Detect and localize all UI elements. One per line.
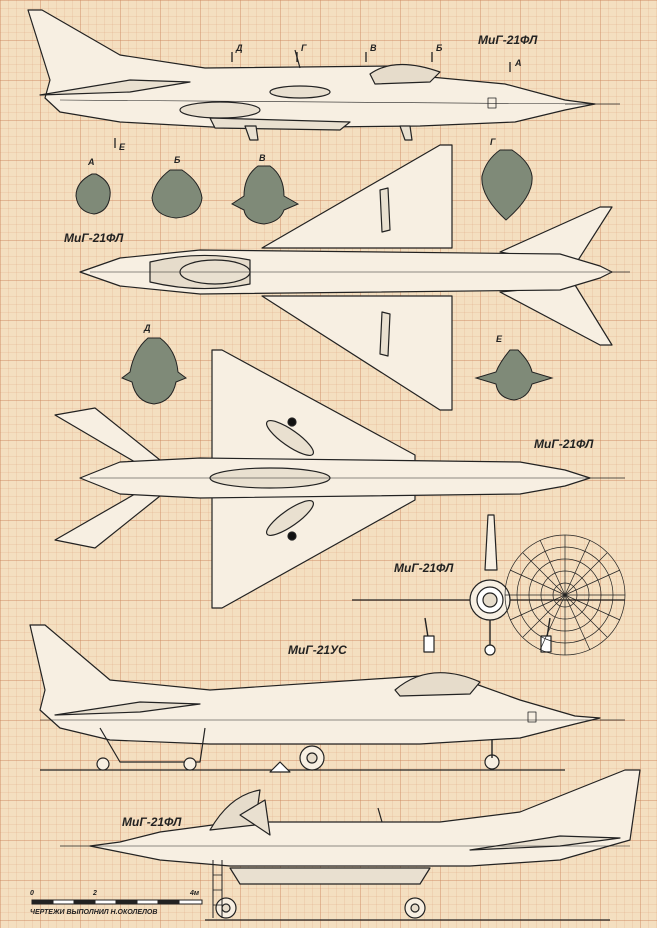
- title-side-us: МиГ-21УС: [288, 643, 347, 657]
- cross-section-e: [474, 349, 554, 401]
- cross-section-d: [120, 337, 188, 405]
- section-mark-e: Е: [119, 142, 126, 152]
- plan-view-top: [79, 144, 630, 411]
- drawing-credit: ЧЕРТЕЖИ ВЫПОЛНИЛ Н.ОКОЛЕЛОВ: [30, 909, 158, 916]
- scale-bar: [31, 899, 203, 905]
- section-label-g: Г: [490, 137, 496, 147]
- title-plan-top: МиГ-21ФЛ: [64, 231, 124, 245]
- title-front-view: МиГ-21ФЛ: [394, 561, 454, 575]
- cross-section-v: [231, 165, 300, 225]
- plan-view-bottom: [54, 349, 625, 609]
- section-label-v: В: [259, 153, 266, 163]
- section-mark-g: Г: [301, 43, 307, 53]
- cross-section-a: [75, 173, 111, 215]
- section-mark-a: А: [515, 58, 522, 68]
- section-mark-b: Б: [436, 43, 443, 53]
- side-view-top: [27, 9, 620, 141]
- section-label-d: Д: [144, 323, 151, 333]
- section-label-e: Е: [496, 334, 503, 344]
- drag-parachute: [504, 534, 626, 656]
- cross-section-g: [481, 149, 533, 221]
- title-side-top: МиГ-21ФЛ: [478, 33, 538, 47]
- title-plan-bottom: МиГ-21ФЛ: [534, 437, 594, 451]
- front-view: [352, 514, 625, 656]
- scale-tick-0: 0: [30, 890, 34, 897]
- section-mark-v: В: [370, 43, 377, 53]
- section-label-a: А: [88, 157, 95, 167]
- section-label-b: Б: [174, 155, 181, 165]
- title-side-bottom: МиГ-21ФЛ: [122, 815, 182, 829]
- section-mark-d: Д: [236, 43, 243, 53]
- scale-tick-4: 4м: [190, 890, 200, 897]
- side-view-us: [29, 624, 625, 773]
- scale-tick-2: 2: [93, 890, 97, 897]
- cross-section-b: [151, 169, 203, 219]
- side-view-bottom: [60, 769, 641, 921]
